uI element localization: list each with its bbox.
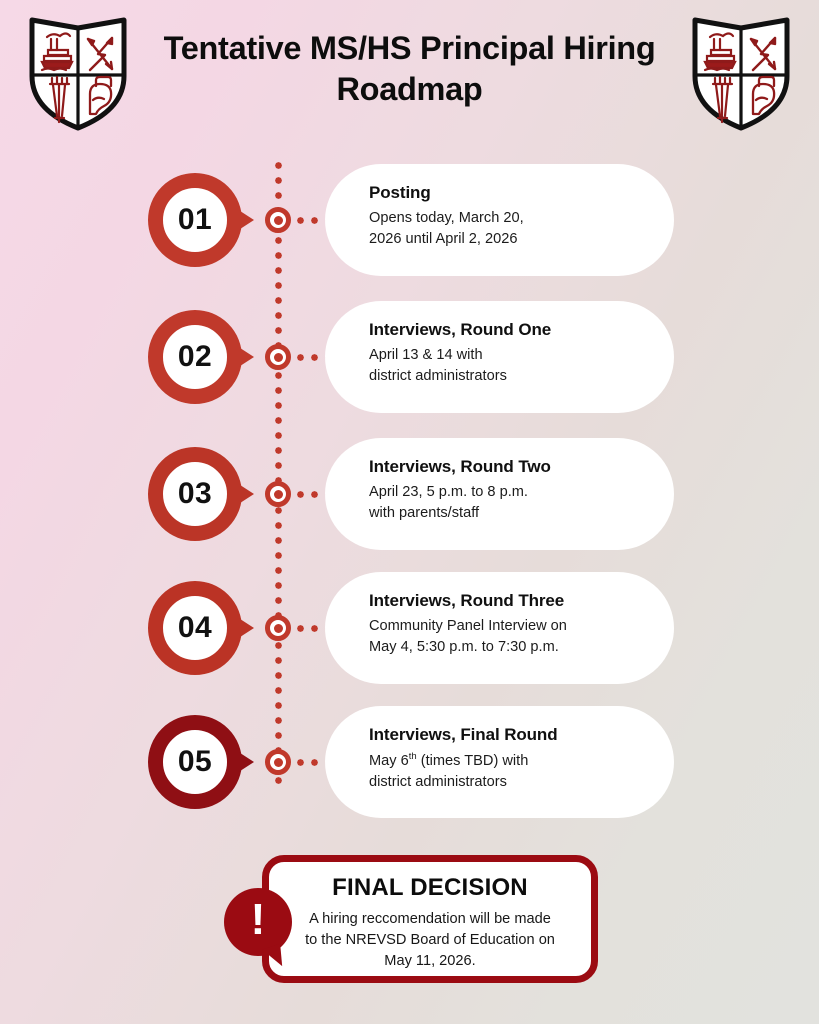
timeline-card-title-04: Interviews, Round Three (369, 591, 565, 610)
timeline-node-03 (265, 481, 291, 507)
exclamation-glyph: ! (250, 895, 266, 944)
step-number-02: 02 (177, 340, 213, 373)
timeline-lead-line-03 (297, 490, 342, 498)
timeline-card-description-01: Opens today, March 20, 2026 until April … (369, 210, 524, 247)
timeline-card-title-02: Interviews, Round One (369, 320, 552, 339)
step-number-05: 05 (177, 745, 213, 778)
timeline-card-description-02: April 13 & 14 with district administrato… (369, 347, 507, 384)
step-05-date-prefix: May 6 (369, 752, 409, 769)
timeline-card-description-04: Community Panel Interview on May 4, 5:30… (369, 618, 567, 655)
timeline-spine-dotted-line (274, 162, 282, 784)
timeline-step-02[interactable]: 02 Interviews, Round One April 13 & 14 w… (0, 301, 819, 413)
step-number-03: 03 (177, 477, 213, 510)
timeline-card-04[interactable]: Interviews, Round Three Community Panel … (325, 572, 674, 684)
school-crest-right-icon (689, 14, 793, 132)
school-crest-left-icon (26, 14, 130, 132)
timeline-lead-line-02 (297, 353, 342, 361)
step-05-date-suffix: (times TBD) with district administrators (369, 752, 529, 790)
exclamation-icon: ! (224, 888, 292, 956)
timeline-step-03[interactable]: 03 Interviews, Round Two April 23, 5 p.m… (0, 438, 819, 550)
timeline-card-title-01: Posting (369, 183, 431, 202)
timeline-card-title-05: Interviews, Final Round (369, 725, 558, 744)
step-number-04: 04 (177, 611, 213, 644)
final-decision-title: FINAL DECISION (332, 874, 528, 901)
final-decision-box[interactable]: FINAL DECISION A hiring reccomendation w… (262, 855, 598, 983)
final-decision-description: A hiring reccomendation will be made to … (305, 911, 555, 970)
timeline-card-description-05: May 6th (times TBD) with district admini… (369, 750, 632, 793)
timeline-card-03[interactable]: Interviews, Round Two April 23, 5 p.m. t… (325, 438, 674, 550)
step-number-badge-01: 01 (148, 173, 254, 267)
step-05-date-ordinal: th (408, 751, 417, 762)
timeline-node-04 (265, 615, 291, 641)
timeline-card-02[interactable]: Interviews, Round One April 13 & 14 with… (325, 301, 674, 413)
timeline-node-05 (265, 749, 291, 775)
step-number-badge-03: 03 (148, 447, 254, 541)
timeline-lead-line-04 (297, 624, 342, 632)
timeline-card-title-03: Interviews, Round Two (369, 457, 551, 476)
page-title: Tentative MS/HS Principal Hiring Roadmap (163, 30, 656, 108)
step-number-badge-02: 02 (148, 310, 254, 404)
timeline-node-01 (265, 207, 291, 233)
step-number-01: 01 (177, 203, 213, 236)
timeline-lead-line-05 (297, 758, 342, 766)
timeline-card-01[interactable]: Posting Opens today, March 20, 2026 unti… (325, 164, 674, 276)
timeline-card-description-03: April 23, 5 p.m. to 8 p.m. with parents/… (369, 484, 528, 521)
timeline-step-01[interactable]: 01 Posting Opens today, March 20, 2026 u… (0, 164, 819, 276)
timeline-node-02 (265, 344, 291, 370)
timeline-step-05[interactable]: 05 Interviews, Final Round May 6th (time… (0, 706, 819, 818)
hiring-timeline: 01 Posting Opens today, March 20, 2026 u… (0, 150, 819, 840)
timeline-lead-line-01 (297, 216, 342, 224)
step-number-badge-04: 04 (148, 581, 254, 675)
page-header: Tentative MS/HS Principal Hiring Roadmap (0, 0, 819, 150)
timeline-step-04[interactable]: 04 Interviews, Round Three Community Pan… (0, 572, 819, 684)
timeline-card-05[interactable]: Interviews, Final Round May 6th (times T… (325, 706, 674, 818)
step-number-badge-05: 05 (148, 715, 254, 809)
